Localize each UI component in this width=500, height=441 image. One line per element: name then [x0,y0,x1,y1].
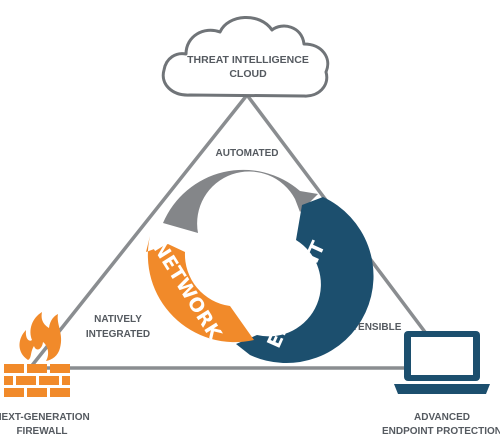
laptop-icon [394,331,490,394]
firewall-label-line2: FIREWALL [16,426,67,437]
ring-segment-network [146,236,254,343]
edge-label-extensible: EXTENSIBLE [339,322,402,333]
edge-label-integrated: INTEGRATED [86,329,150,340]
ring-diagram: CLOUD ENDPOINT NETWORK [146,169,374,364]
edge-label-natively: NATIVELY [94,314,142,325]
endpoint-label-line1: ADVANCED [414,412,470,423]
ring-segment-cloud [163,169,318,233]
firewall-label-line1: NEXT-GENERATION [0,412,90,423]
cloud-icon [161,16,330,98]
ring-segment-endpoint [236,197,374,364]
edge-label-automated: AUTOMATED [216,148,279,159]
ring-label-cloud: CLOUD [203,186,280,213]
cloud-label-line2: CLOUD [229,68,267,80]
firewall-icon [4,312,70,397]
endpoint-label-line2: ENDPOINT PROTECTION [382,426,500,437]
cloud-label-line1: THREAT INTELLIGENCE [187,54,309,66]
